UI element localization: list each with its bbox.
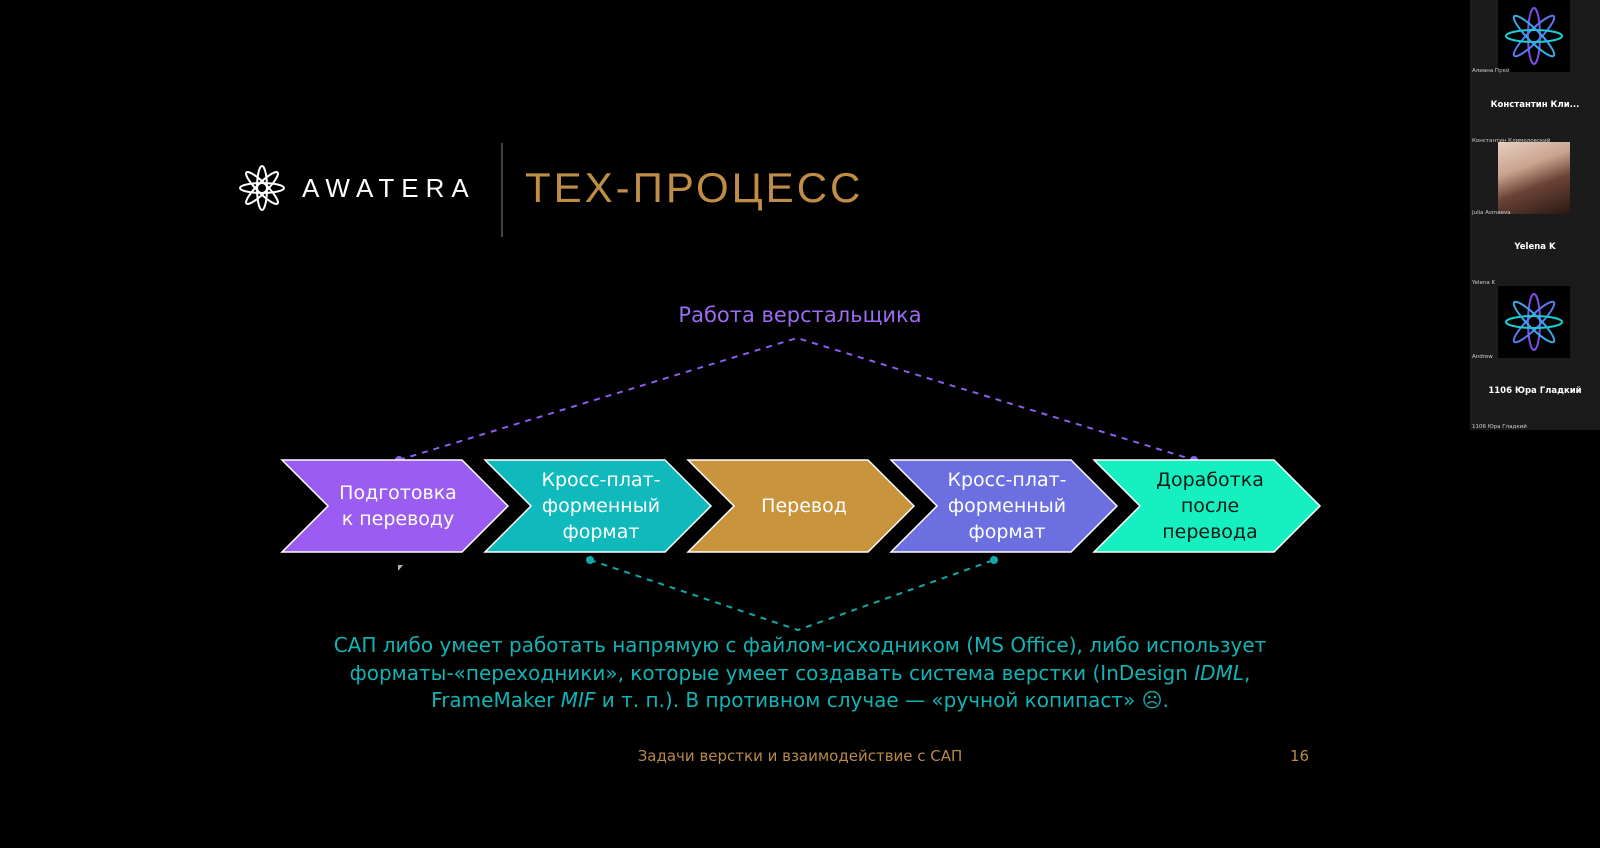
slide-footer: Задачи верстки и взаимодействие с САП bbox=[637, 747, 963, 765]
step-1-label: Подготовка к переводу bbox=[339, 482, 457, 530]
participants-panel[interactable]: Алиана Прей Константин Кли... Константин… bbox=[1470, 0, 1600, 430]
lower-bracket-note: САП либо умеет работать напрямую с файло… bbox=[300, 632, 1300, 715]
participant-tile[interactable]: Константин Кли... Константин Климоловски… bbox=[1470, 70, 1600, 144]
step-5-label: Доработка после перевода bbox=[1156, 469, 1264, 543]
slide-title: ТЕХ-ПРОЦЕСС bbox=[525, 164, 864, 211]
logo-wordmark: AWATERA bbox=[302, 172, 476, 203]
note-line-3a: FrameMaker bbox=[431, 688, 561, 712]
participant-small-name: 1106 Юра Гладкий bbox=[1472, 424, 1527, 430]
participant-small-name: Yelena K bbox=[1472, 280, 1496, 286]
step-3-label: Перевод bbox=[761, 495, 847, 517]
upper-dashed-bracket bbox=[398, 336, 1195, 461]
awatera-avatar-icon bbox=[1498, 286, 1570, 358]
awatera-avatar-icon bbox=[1498, 0, 1570, 72]
chevron-step-4 bbox=[889, 459, 1119, 553]
awatera-logo: AWATERA bbox=[232, 158, 476, 218]
chevron-step-2 bbox=[483, 459, 713, 553]
step-4-label: Кросс-плат- форменный формат bbox=[947, 469, 1067, 543]
presentation-slide: AWATERA ТЕХ-ПРОЦЕСС Работа верстальщика … bbox=[232, 143, 1322, 765]
participant-name: Yelena K bbox=[1514, 242, 1556, 252]
flower-logo-icon bbox=[239, 165, 285, 211]
participant-video bbox=[1498, 142, 1570, 214]
participant-name: 1106 Юра Гладкий bbox=[1488, 386, 1582, 396]
participant-tile[interactable]: Yelena K Yelena K bbox=[1470, 212, 1600, 286]
note-idml: IDML bbox=[1194, 660, 1244, 685]
note-line-1: САП либо умеет работать напрямую с файло… bbox=[333, 633, 1267, 657]
chevron-step-1 bbox=[280, 459, 510, 553]
participant-tile[interactable]: Andrew bbox=[1470, 286, 1600, 360]
lower-bracket-dot-right bbox=[990, 556, 998, 564]
note-line-2a: форматы-«переходники», которые умеет соз… bbox=[349, 660, 1195, 685]
participant-name: Константин Кли... bbox=[1490, 100, 1580, 110]
title-divider bbox=[501, 143, 503, 237]
participant-tile[interactable]: 1106 Юра Гладкий 1106 Юра Гладкий bbox=[1470, 356, 1600, 430]
upper-bracket-label: Работа верстальщика bbox=[678, 303, 922, 327]
participant-small-name: Алиана Прей bbox=[1472, 68, 1510, 74]
lower-dashed-bracket bbox=[589, 559, 995, 632]
participant-small-name: Константин Климоловский bbox=[1472, 138, 1551, 144]
mouse-cursor-icon bbox=[398, 565, 403, 571]
note-line-3c: и т. п.). В противном случае — «ручной к… bbox=[595, 688, 1169, 712]
page-number: 16 bbox=[1290, 747, 1310, 765]
participant-tile[interactable]: Julia Asmaeva bbox=[1470, 142, 1600, 216]
chevron-step-5 bbox=[1092, 459, 1322, 553]
step-2-label: Кросс-плат- форменный формат bbox=[541, 469, 661, 543]
lower-bracket-dot-left bbox=[586, 556, 594, 564]
note-line-2c: , bbox=[1243, 660, 1251, 685]
participant-small-name: Julia Asmaeva bbox=[1472, 210, 1511, 216]
note-mif: MIF bbox=[560, 688, 596, 712]
process-flow-diagram bbox=[280, 336, 1322, 632]
participant-small-name: Andrew bbox=[1472, 354, 1493, 360]
participant-tile[interactable]: Алиана Прей bbox=[1470, 0, 1600, 74]
chevron-step-3 bbox=[686, 459, 916, 553]
